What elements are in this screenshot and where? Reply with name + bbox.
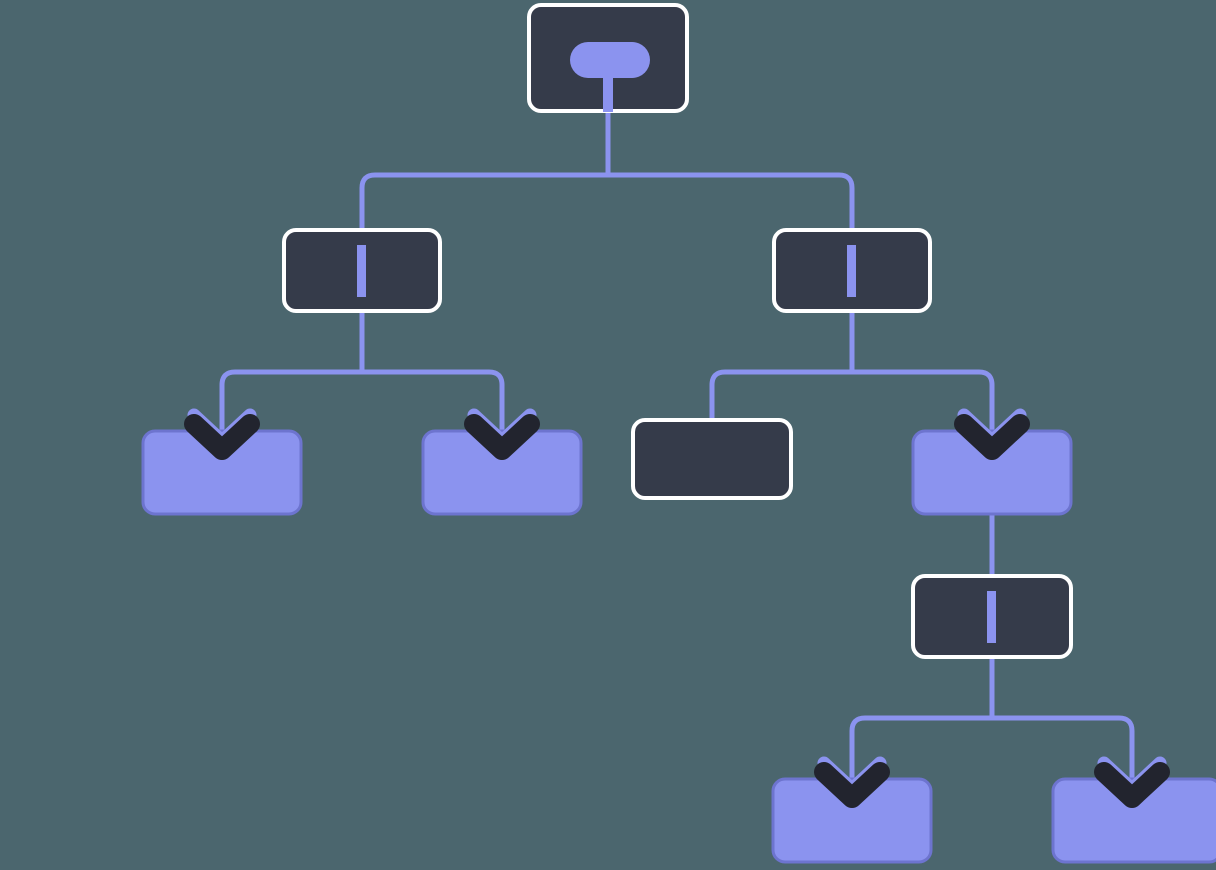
arrowhead-to-l2a — [184, 408, 260, 460]
node-r2b-box[interactable] — [911, 429, 1073, 516]
node-l2b[interactable] — [421, 429, 583, 516]
node-layer — [141, 3, 1216, 864]
node-l2b-box[interactable] — [421, 429, 583, 516]
node-r2a[interactable] — [631, 418, 793, 500]
node-r4a[interactable] — [771, 777, 933, 864]
edge-r1-to-r2b — [852, 369, 995, 432]
node-r3[interactable] — [911, 574, 1073, 659]
edge-r3-to-r4a — [849, 715, 992, 780]
edge-root-to-r1 — [608, 172, 855, 250]
node-r2b[interactable] — [911, 429, 1073, 516]
node-l1-inner-connector — [357, 245, 366, 297]
node-l2a[interactable] — [141, 429, 303, 516]
node-l1[interactable] — [282, 228, 442, 313]
edge-root-to-l1 — [359, 172, 608, 250]
node-r2a-box[interactable] — [631, 418, 793, 500]
arrowhead-to-r4a — [814, 756, 890, 808]
node-root[interactable] — [527, 3, 689, 113]
node-r4a-box[interactable] — [771, 777, 933, 864]
node-root-badge-stem — [603, 70, 613, 112]
edge-r1-to-r2a — [709, 369, 852, 418]
node-l2a-box[interactable] — [141, 429, 303, 516]
arrowhead-to-r2b-dark — [954, 414, 1030, 460]
edge-l1-to-l2b — [362, 369, 505, 432]
arrowhead-layer — [184, 408, 1170, 808]
edge-l1-to-l2a — [219, 369, 362, 432]
arrowhead-to-l2b — [464, 408, 540, 460]
node-r3-inner-connector — [987, 591, 996, 643]
arrowhead-to-l2b-dark — [464, 414, 540, 460]
node-r1[interactable] — [772, 228, 932, 313]
edge-r3-to-r4b — [992, 715, 1135, 780]
node-root-pill-badge — [570, 42, 650, 78]
node-r1-inner-connector — [847, 245, 856, 297]
arrowhead-to-r4b-dark — [1094, 762, 1170, 808]
arrowhead-to-r2b — [954, 408, 1030, 460]
arrowhead-to-r4b — [1094, 756, 1170, 808]
arrowhead-to-l2a-dark — [184, 414, 260, 460]
arrowhead-to-r4a-dark — [814, 762, 890, 808]
